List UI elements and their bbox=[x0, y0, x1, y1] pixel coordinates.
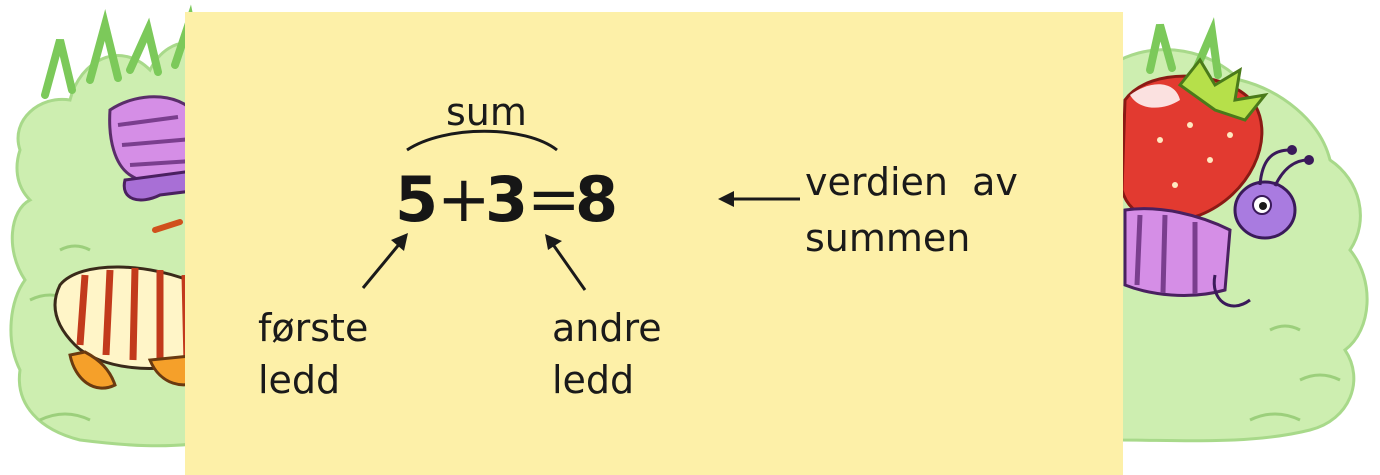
second-term-arrow bbox=[545, 234, 587, 291]
second-term-label-line1: andre bbox=[552, 306, 662, 350]
result-value: 8 bbox=[575, 163, 619, 236]
first-term-label-line2: ledd bbox=[258, 358, 341, 402]
first-term-arrow bbox=[361, 233, 408, 289]
cat-character-icon bbox=[108, 95, 202, 202]
second-term-label-line2: ledd bbox=[552, 358, 635, 402]
sum-arc bbox=[406, 129, 558, 152]
sum-value-label-line1: verdien av bbox=[805, 160, 1018, 204]
second-term: 3 bbox=[485, 163, 529, 236]
sum-value-label-line2: summen bbox=[805, 216, 971, 260]
strawberry-icon bbox=[1120, 57, 1269, 223]
result-arrow bbox=[718, 191, 800, 207]
addition-equation: 5 + 3 = 8 bbox=[395, 160, 619, 240]
explanation-card bbox=[185, 12, 1123, 475]
sum-label: sum bbox=[446, 90, 527, 134]
first-term-label-line1: første bbox=[258, 306, 369, 350]
equals-sign: = bbox=[527, 163, 581, 237]
plus-sign: + bbox=[437, 163, 491, 237]
first-term: 5 bbox=[395, 163, 439, 236]
ant-character-icon bbox=[1123, 145, 1314, 308]
